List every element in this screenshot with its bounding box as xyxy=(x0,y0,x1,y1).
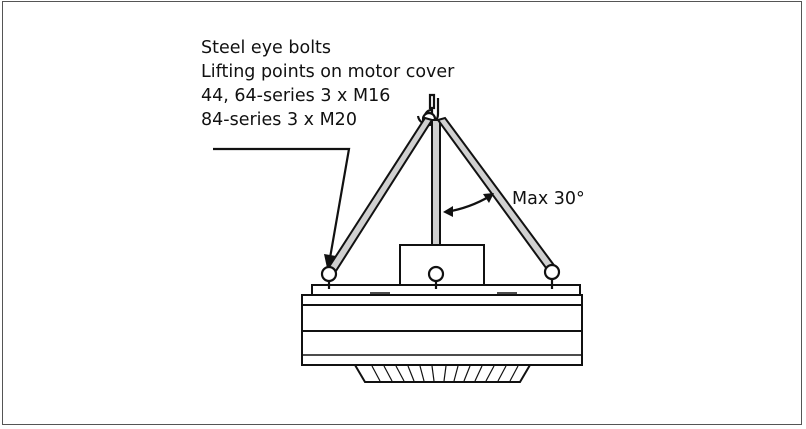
eye-bolt-label: Steel eye bolts Lifting points on motor … xyxy=(201,36,454,132)
eye-bolt-icon xyxy=(320,265,338,289)
angle-arrow-right xyxy=(483,193,494,203)
label-line-2: Lifting points on motor cover xyxy=(201,62,455,82)
eye-bolt-icon xyxy=(543,263,561,289)
eye-bolt-icon xyxy=(427,265,445,289)
angle-arrow-left xyxy=(443,206,453,217)
leader-arrowhead xyxy=(324,254,336,268)
motor-ring-1 xyxy=(301,294,583,306)
max-angle-label: Max 30° xyxy=(512,189,585,209)
label-line-3: 44, 64-series 3 x M16 xyxy=(201,86,391,106)
leader-line xyxy=(213,147,351,259)
impeller-fins xyxy=(353,364,532,383)
label-line-1: Steel eye bolts xyxy=(201,38,332,58)
motor-ring-3 xyxy=(301,330,583,366)
label-line-4: 84-series 3 x M20 xyxy=(201,110,357,130)
motor-ring-2 xyxy=(301,304,583,332)
motor-cover-top xyxy=(311,284,581,296)
